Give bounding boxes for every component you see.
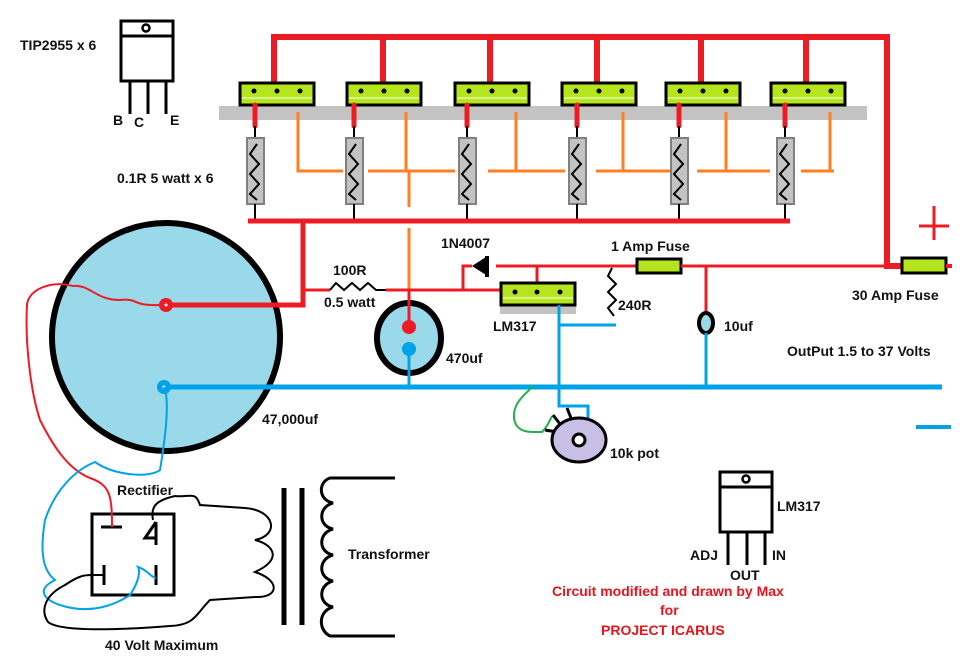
pin-in-label: IN	[772, 547, 786, 563]
rectifier	[90, 512, 176, 597]
emitter-resistor	[568, 137, 587, 205]
transistor-unit	[769, 81, 847, 221]
base-bus	[296, 112, 834, 308]
capacitor-47000uf	[49, 220, 942, 454]
emitter-resistor	[776, 137, 795, 205]
heatsink	[219, 106, 867, 120]
tip2955-transistor	[769, 81, 847, 107]
transistor-unit	[345, 81, 423, 221]
resistor-100r-power-label: 0.5 watt	[324, 294, 376, 310]
cap-470uf-label: 470uf	[446, 350, 483, 366]
pin-adj-label: ADJ	[690, 547, 718, 563]
tip2955-transistor	[453, 81, 531, 107]
output-label: OutPut 1.5 to 37 Volts	[787, 343, 931, 359]
pin-out-label: OUT	[730, 567, 760, 583]
cap-47000uf-label: 47,000uf	[262, 411, 318, 427]
fuse-30amp	[900, 256, 952, 275]
transistor-unit	[560, 81, 638, 221]
voltage-max-label: 40 Volt Maximum	[105, 637, 218, 653]
rectifier-label: Rectifier	[117, 482, 174, 498]
resistor-100r-label: 100R	[333, 262, 366, 278]
resistor-240r	[559, 267, 618, 327]
collector-bus	[271, 34, 908, 269]
resistor-240r-label: 240R	[618, 297, 651, 313]
tip2955-symbol	[119, 19, 175, 114]
tip2955-transistor	[345, 81, 423, 107]
diode-label: 1N4007	[441, 235, 490, 251]
transistor-unit	[664, 81, 742, 221]
emitter-resistors-label: 0.1R 5 watt x 6	[117, 170, 214, 186]
lm317-pinout-symbol	[718, 470, 774, 565]
transformer-label: Transformer	[348, 546, 430, 562]
diode-1n4007	[461, 256, 637, 290]
fuse-1amp-label: 1 Amp Fuse	[611, 238, 690, 254]
capacitor-10uf	[697, 266, 715, 387]
emitter-resistor	[670, 137, 689, 205]
tip2955-transistor	[560, 81, 638, 107]
transistor-row	[238, 81, 847, 221]
tip2955-transistor	[664, 81, 742, 107]
fuse-30amp-label: 30 Amp Fuse	[852, 287, 939, 303]
transistor-unit	[238, 81, 316, 221]
pin-c-label: C	[134, 114, 144, 130]
rectifier-wiring	[25, 283, 275, 631]
plus-terminal-icon	[919, 206, 949, 240]
credit-line-2: for	[660, 602, 679, 618]
transformer	[281, 476, 395, 638]
fuse-1amp	[635, 257, 887, 275]
cap-10uf-label: 10uf	[724, 318, 753, 334]
pinout-name-label: LM317	[777, 498, 821, 514]
emitter-resistor	[458, 137, 477, 205]
transistor-label: TIP2955 x 6	[20, 37, 96, 53]
potentiometer-10k	[512, 385, 608, 464]
capacitor-470uf	[374, 290, 444, 387]
credit-line-1: Circuit modified and drawn by Max	[552, 583, 784, 599]
resistor-100r	[303, 281, 502, 292]
transistor-unit	[453, 81, 531, 221]
credit-line-3: PROJECT ICARUS	[601, 622, 725, 638]
emitter-resistor	[246, 137, 265, 205]
emitter-resistor	[345, 137, 364, 205]
tip2955-transistor	[238, 81, 316, 107]
pin-b-label: B	[113, 112, 123, 128]
pin-e-label: E	[170, 112, 179, 128]
pot-label: 10k pot	[610, 445, 659, 461]
lm317-label: LM317	[493, 318, 537, 334]
